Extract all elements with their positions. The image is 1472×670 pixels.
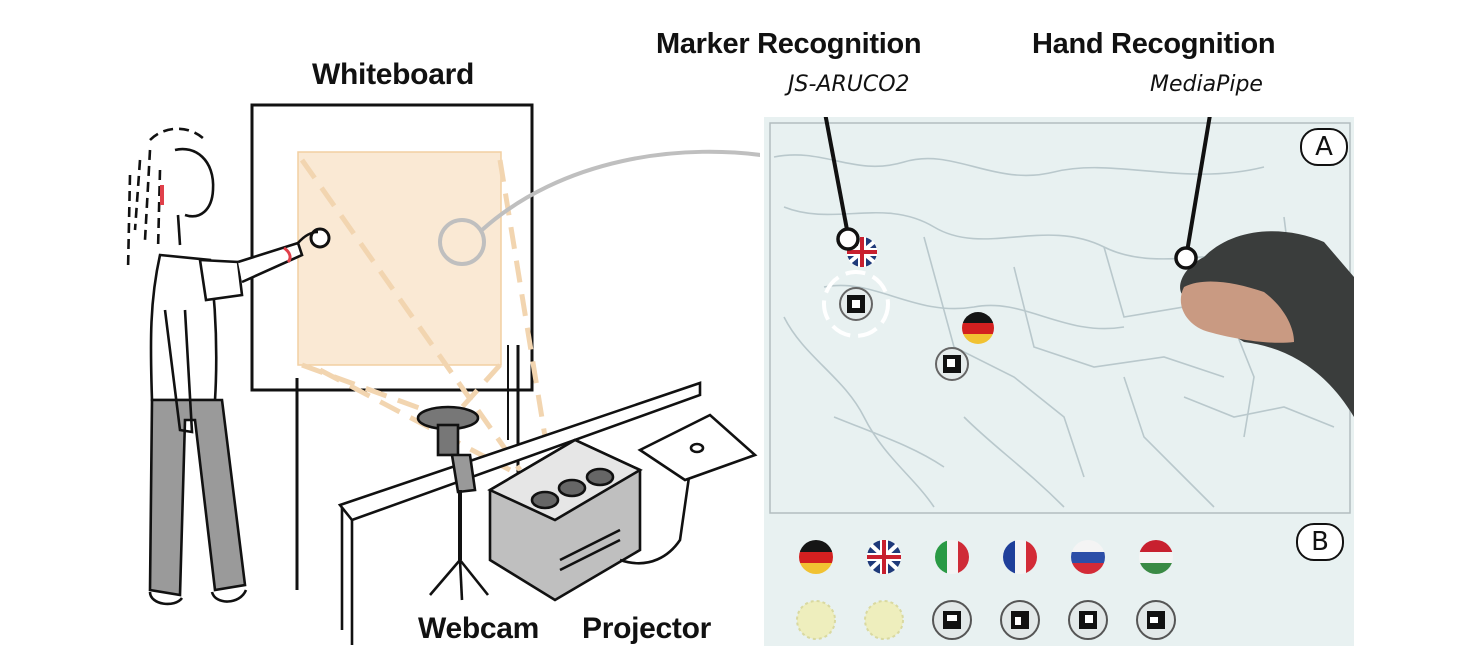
marker-token[interactable] xyxy=(1068,600,1108,640)
hand-callout-dot xyxy=(1174,246,1198,270)
hand-library-label: MediaPipe xyxy=(1150,72,1263,97)
marker-token-uk[interactable] xyxy=(822,270,890,338)
empty-slot xyxy=(864,600,904,640)
hand-recognition-label: Hand Recognition xyxy=(1032,28,1276,60)
person-icon xyxy=(126,127,331,606)
hungary-flag-icon[interactable] xyxy=(1139,540,1173,575)
empty-slot xyxy=(796,600,836,640)
hand-icon xyxy=(1180,281,1294,343)
region-a-badge: A xyxy=(1300,128,1348,166)
callout-connector xyxy=(480,149,760,232)
marker-token[interactable] xyxy=(1000,600,1040,640)
whiteboard-label: Whiteboard xyxy=(312,58,474,91)
marker-token-germany[interactable] xyxy=(935,347,969,381)
uk-flag-icon xyxy=(847,237,877,267)
table-icon xyxy=(337,381,702,645)
webcam-icon xyxy=(416,405,490,601)
marker-recognition-label: Marker Recognition xyxy=(656,28,922,60)
marker-token[interactable] xyxy=(932,600,972,640)
map-canvas xyxy=(769,117,1354,640)
marker-callout-line xyxy=(823,117,850,236)
flag-tray xyxy=(796,540,1176,640)
germany-flag-icon[interactable] xyxy=(799,540,833,575)
projector-icon xyxy=(487,413,758,602)
region-b-badge: B xyxy=(1296,523,1344,561)
france-flag-icon[interactable] xyxy=(1003,540,1038,574)
webcam-label: Webcam xyxy=(418,612,540,645)
russia-flag-icon[interactable] xyxy=(1071,540,1105,575)
setup-illustration xyxy=(126,103,760,645)
germany-flag-icon xyxy=(962,312,994,344)
marker-callout-dot xyxy=(836,227,860,251)
marker-library-label: JS-ARUCO2 xyxy=(788,72,910,97)
projection-photo xyxy=(764,117,1354,646)
projector-label: Projector xyxy=(582,612,712,645)
italy-flag-icon[interactable] xyxy=(935,540,970,574)
callout-circle xyxy=(438,218,486,266)
marker-token[interactable] xyxy=(1136,600,1176,640)
hand-callout-line xyxy=(1185,117,1212,253)
uk-flag-icon[interactable] xyxy=(867,540,901,574)
